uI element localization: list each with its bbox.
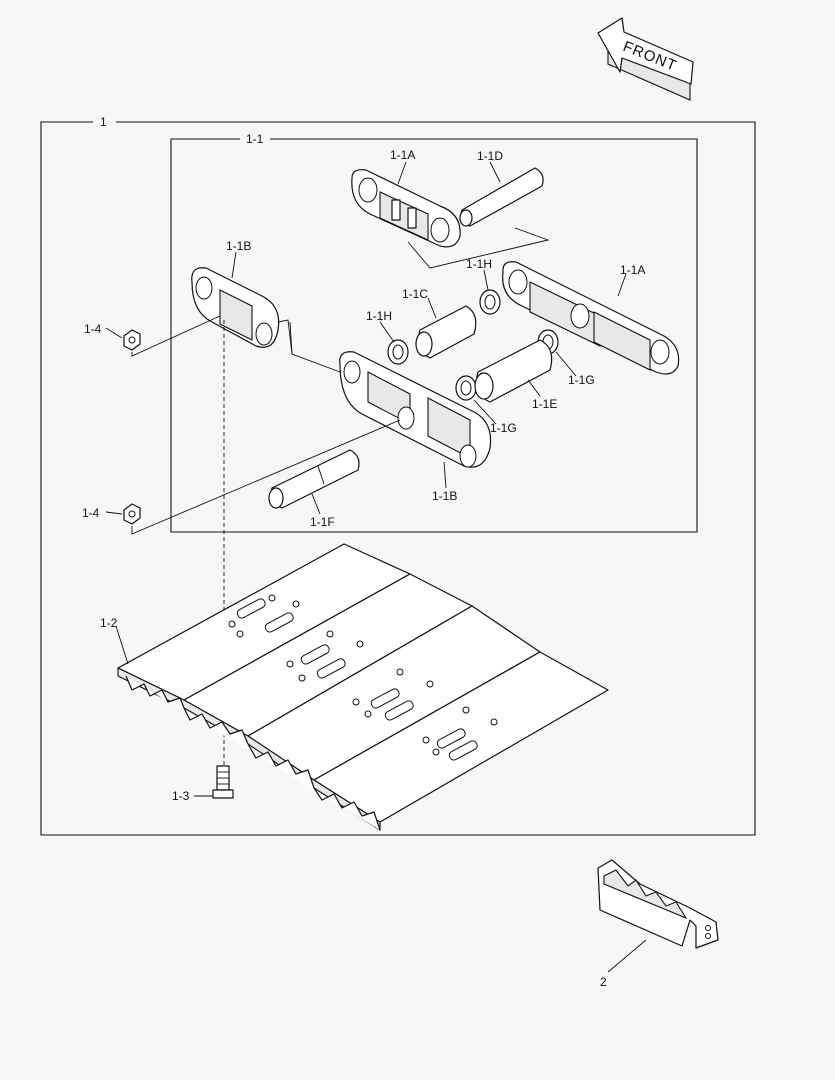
leader-line (277, 319, 293, 355)
callout-link-b-left: 1-1B (226, 239, 251, 253)
leader-line (289, 321, 341, 373)
callout-pin-d: 1-1D (477, 149, 503, 163)
callout-seal-h-top: 1-1H (466, 257, 492, 271)
sub-assembly-frame (170, 138, 698, 533)
callout-link-a-right: 1-1A (620, 263, 645, 277)
callout-bushing-c: 1-1C (402, 287, 428, 301)
nut-top-icon (123, 329, 141, 351)
leader-line (407, 227, 550, 269)
shoe-bolt-icon (212, 765, 234, 799)
assembly-frame (40, 121, 756, 836)
callout-link-a-top: 1-1A (390, 148, 415, 162)
callout-bushing-e: 1-1E (532, 397, 557, 411)
track-link-b-bottom (339, 351, 492, 468)
nut-bottom-icon (123, 503, 141, 525)
assembly-label: 1 (100, 115, 107, 129)
track-link-a-right (502, 261, 680, 375)
leader-line (131, 315, 221, 357)
seal-h-left (387, 339, 409, 365)
callout-link-b-bottom: 1-1B (432, 489, 457, 503)
callout-leaders (105, 161, 647, 973)
callout-nut-top: 1-4 (84, 322, 102, 336)
front-arrow-icon: FRONT (597, 17, 694, 101)
seal-g-bottom (455, 375, 477, 401)
track-pin-d (459, 167, 544, 227)
callout-nut-bottom: 1-4 (82, 506, 100, 520)
track-link-b-left (191, 267, 280, 348)
leader-line (131, 419, 401, 535)
sub-assembly-label: 1-1 (246, 132, 264, 146)
callout-pin-f: 1-1F (310, 515, 335, 529)
callout-bolt: 1-3 (172, 789, 190, 803)
callout-guard: 2 (600, 975, 607, 989)
callout-shoe-plate: 1-2 (100, 616, 118, 630)
track-pin-f (268, 449, 360, 509)
bushing-c (415, 305, 477, 359)
bushing-e (474, 339, 553, 403)
seal-h-top (479, 289, 501, 315)
track-guard (597, 859, 719, 949)
callout-seal-g-right: 1-1G (568, 373, 595, 387)
track-shoe-plates (117, 543, 609, 832)
track-link-a-top (351, 169, 461, 248)
callout-seal-h-left: 1-1H (366, 309, 392, 323)
callout-seal-g-bottom: 1-1G (490, 421, 517, 435)
